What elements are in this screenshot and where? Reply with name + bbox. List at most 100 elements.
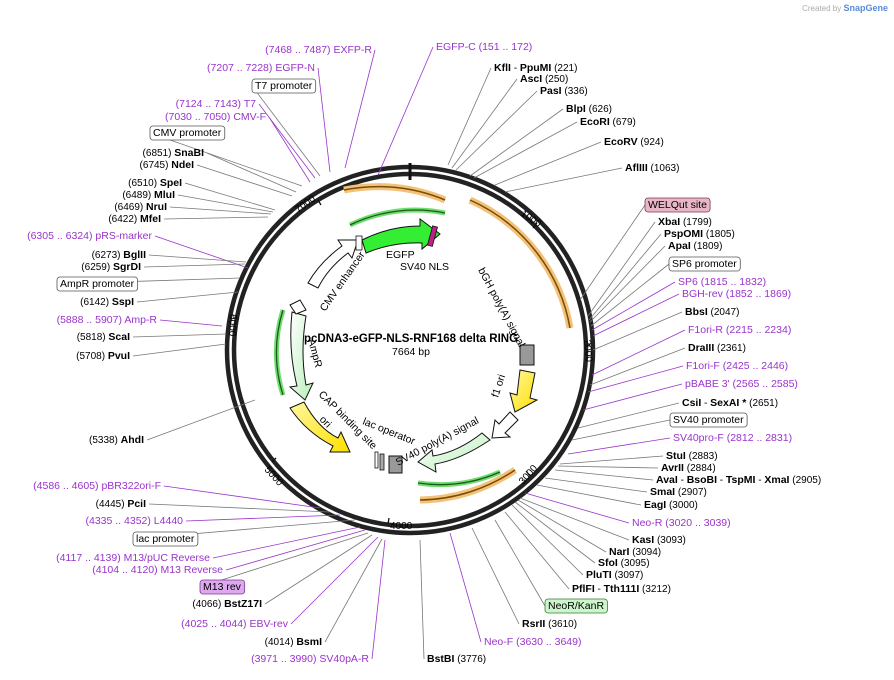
orf-arc-2-line — [469, 199, 571, 329]
leader-pvui — [132, 343, 227, 357]
box-lac-promoter — [132, 531, 199, 547]
label-pasi: PasI (336) — [540, 85, 588, 97]
leader-m13-puc-reverse — [212, 526, 361, 559]
green-arc-1-line — [349, 209, 446, 226]
label-mfei: (6422) MfeI — [108, 213, 161, 225]
ampr-arrow — [288, 311, 314, 401]
label-sv40pa-r: (3971 .. 3990) SV40pA-R — [251, 653, 369, 665]
label-scai: (5818) ScaI — [77, 331, 130, 343]
label-pluti: PluTI (3097) — [586, 569, 643, 581]
cap-site-block — [374, 451, 379, 469]
leader-f1ori-f — [587, 365, 684, 393]
label-lac-promoter: lac promoter — [136, 533, 195, 545]
label-m13-rev: M13 rev — [203, 581, 242, 593]
label-pflfi: PflFI - Tth111I (3212) — [572, 583, 671, 595]
label-egfp-n: (7207 .. 7228) EGFP-N — [207, 62, 315, 74]
tick-2000: 2000 — [581, 339, 594, 363]
label-t7: (7124 .. 7143) T7 — [176, 98, 257, 110]
promoter-block — [388, 455, 403, 474]
leader-welqut-site — [579, 204, 646, 301]
leader-t7 — [258, 103, 316, 179]
leader-bstbi — [419, 539, 425, 660]
label-kasi: KasI (3093) — [632, 534, 686, 546]
label-neo-f: Neo-F (3630 .. 3649) — [484, 636, 581, 648]
label-ampr-promoter: AmpR promoter — [60, 278, 135, 290]
leader-mlui — [177, 194, 274, 213]
label-prs-marker: (6305 .. 6324) pRS-marker — [27, 230, 152, 242]
leader-snabi — [206, 152, 297, 193]
label-welqut-site: WELQut site — [648, 199, 707, 211]
ring-tick-6000 — [232, 317, 240, 320]
leader-egfp-n — [317, 67, 331, 173]
leader-eagi — [536, 484, 642, 506]
leader-sspi — [136, 291, 239, 303]
feature-label-cmv-enhancer: CMV enhancer — [318, 249, 368, 314]
leader-sv40pa-r — [371, 539, 386, 660]
leader-pbr322ori-f — [163, 485, 321, 509]
label-eagi: EagI (3000) — [644, 499, 698, 511]
box-m13-rev — [199, 579, 246, 595]
label-m13-puc-reverse: (4117 .. 4139) M13/pUC Reverse — [56, 552, 210, 564]
label-l4440: (4335 .. 4352) L4440 — [85, 515, 183, 527]
label-draiii: DraIII (2361) — [688, 342, 746, 354]
green-arc-3-line — [275, 309, 284, 396]
label-sp6-promoter: SP6 promoter — [672, 258, 737, 270]
label-xbai: XbaI (1799) — [658, 216, 712, 228]
leader-nrui — [169, 206, 272, 215]
sv40-polya-arrow — [491, 411, 519, 439]
leader-ndei — [196, 164, 293, 197]
leader-neo-f — [449, 532, 482, 643]
leader-spei — [184, 182, 276, 211]
orf-arc-3-line — [419, 469, 516, 501]
leader-ecori — [473, 121, 578, 179]
leader-bstz17i — [264, 534, 373, 605]
leader-mfei — [163, 216, 269, 220]
label-rsrii: RsrII (3610) — [522, 618, 577, 630]
box-cmv-promoter — [149, 125, 226, 141]
label-pcii: (4445) PciI — [96, 498, 146, 510]
label-sp6: SP6 (1815 .. 1832) — [678, 276, 766, 288]
label-csii: CsiI - SexAI * (2651) — [682, 397, 778, 409]
leader-amp-r — [159, 319, 223, 327]
feature-label-sv40-nls: SV40 NLS — [400, 261, 449, 273]
leader-lines — [56, 46, 686, 660]
box-ampr-promoter — [56, 276, 139, 292]
orf-arc-1 — [343, 183, 447, 204]
label-sv40-promoter: SV40 promoter — [673, 414, 744, 426]
label-bstbi: BstBI (3776) — [427, 653, 486, 665]
plasmid-name: pcDNA3-eGFP-NLS-RNF168 delta RING — [304, 333, 518, 345]
label-neo-r: Neo-R (3020 .. 3039) — [632, 517, 731, 529]
leader-apai — [589, 245, 666, 323]
leader-m13-rev — [199, 532, 369, 588]
cmv-enhancer-arrow — [307, 239, 359, 289]
leader-cmv-promoter — [149, 132, 303, 187]
leader-prs-marker — [154, 235, 249, 269]
leader-kasi — [519, 497, 630, 541]
ring-tick-1000 — [532, 222, 538, 229]
label-ecorv: EcoRV (924) — [604, 136, 664, 148]
leader-pspomi — [588, 233, 662, 321]
label-bsmi: (4014) BsmI — [265, 636, 322, 648]
leader-xbai — [587, 221, 656, 317]
ampr-promoter-arrow — [289, 299, 307, 315]
egfp-arrow — [361, 218, 441, 254]
label-apai: ApaI (1809) — [668, 240, 722, 252]
leader-t7-promoter — [251, 85, 321, 177]
label-nari: NarI (3094) — [609, 546, 661, 558]
ring-tick-4000 — [387, 517, 390, 525]
tick-6000: 6000 — [226, 314, 238, 337]
leader-scai — [132, 333, 227, 338]
label-ecori: EcoRI (679) — [580, 116, 636, 128]
leader-draiii — [589, 347, 686, 386]
orf-arc-2 — [468, 196, 574, 329]
leader-sp6 — [591, 281, 676, 331]
label-cmv-promoter: CMV promoter — [153, 127, 222, 139]
leader-neor-kanr — [494, 519, 546, 607]
green-arc-2-line — [417, 471, 501, 486]
label-bstz17i: (4066) BstZ17I — [192, 598, 262, 610]
label-bglii: (6273) BglII — [92, 249, 147, 261]
bgh-polya-block — [519, 344, 535, 366]
leader-f1ori-r — [591, 329, 686, 376]
snapgene-logo: SnapGene — [843, 3, 888, 13]
sv40-nls-block — [426, 225, 438, 247]
